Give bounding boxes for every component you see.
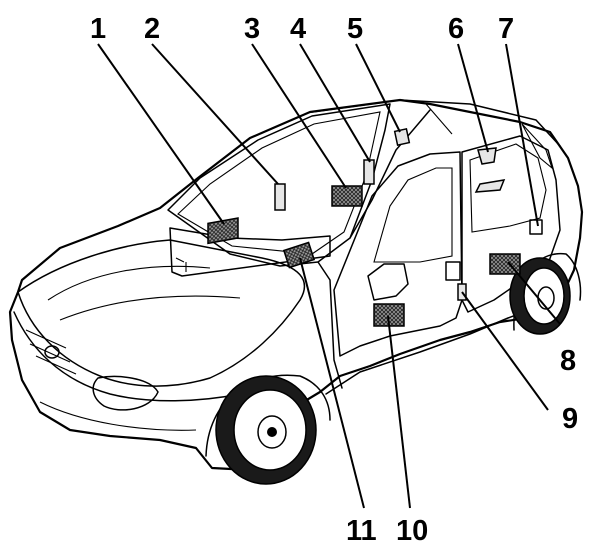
headlight <box>92 375 159 411</box>
callout-4: 4 <box>290 13 306 45</box>
leader-lines <box>97 43 561 509</box>
callout-6: 6 <box>448 13 464 45</box>
component-2 <box>274 183 286 211</box>
front-badge <box>44 345 60 359</box>
front-hub <box>257 415 287 449</box>
leader-4 <box>299 43 371 163</box>
leader-10 <box>387 315 411 509</box>
leader-11 <box>299 257 365 509</box>
leader-6 <box>457 43 489 153</box>
front-door-handle <box>445 261 461 281</box>
leader-2 <box>151 43 279 185</box>
callout-9: 9 <box>562 403 578 435</box>
callout-numbers: 1 2 3 4 5 6 7 8 9 10 11 <box>90 13 578 547</box>
leader-1 <box>97 43 225 225</box>
leader-8 <box>507 261 561 325</box>
leader-3 <box>251 43 347 189</box>
hood-crease <box>47 265 241 321</box>
dash-edge <box>175 257 187 272</box>
rear-door-window <box>469 143 547 233</box>
windscreen-inner <box>177 111 381 255</box>
callout-5: 5 <box>347 13 363 45</box>
hood <box>17 239 306 387</box>
callout-11: 11 <box>346 515 377 547</box>
callout-3: 3 <box>244 13 260 45</box>
a-pillar <box>317 109 431 389</box>
callout-2: 2 <box>144 13 160 45</box>
component-3 <box>331 185 363 207</box>
front-door <box>333 151 463 357</box>
leader-5 <box>355 43 401 133</box>
rear-window <box>425 103 554 170</box>
car-outline <box>8 98 584 485</box>
callout-7: 7 <box>498 13 514 45</box>
callout-10: 10 <box>396 515 428 547</box>
component-4 <box>363 159 375 185</box>
component-1 <box>207 217 239 245</box>
roof-line <box>311 99 561 147</box>
grille <box>25 329 77 375</box>
component-6 <box>477 147 497 165</box>
front-wheel-arch <box>205 374 331 457</box>
callout-8: 8 <box>560 345 576 377</box>
front-hub-center <box>267 427 277 437</box>
lower-intake <box>39 401 197 431</box>
leader-9 <box>461 291 549 411</box>
callout-1: 1 <box>90 13 106 45</box>
door-mirror <box>367 263 409 301</box>
component-7 <box>474 179 506 193</box>
rear-rim <box>523 267 565 325</box>
leader-7 <box>505 43 539 227</box>
front-door-window <box>373 167 453 263</box>
component-5 <box>393 128 411 146</box>
front-bumper <box>13 311 241 402</box>
component-8 <box>489 253 521 275</box>
